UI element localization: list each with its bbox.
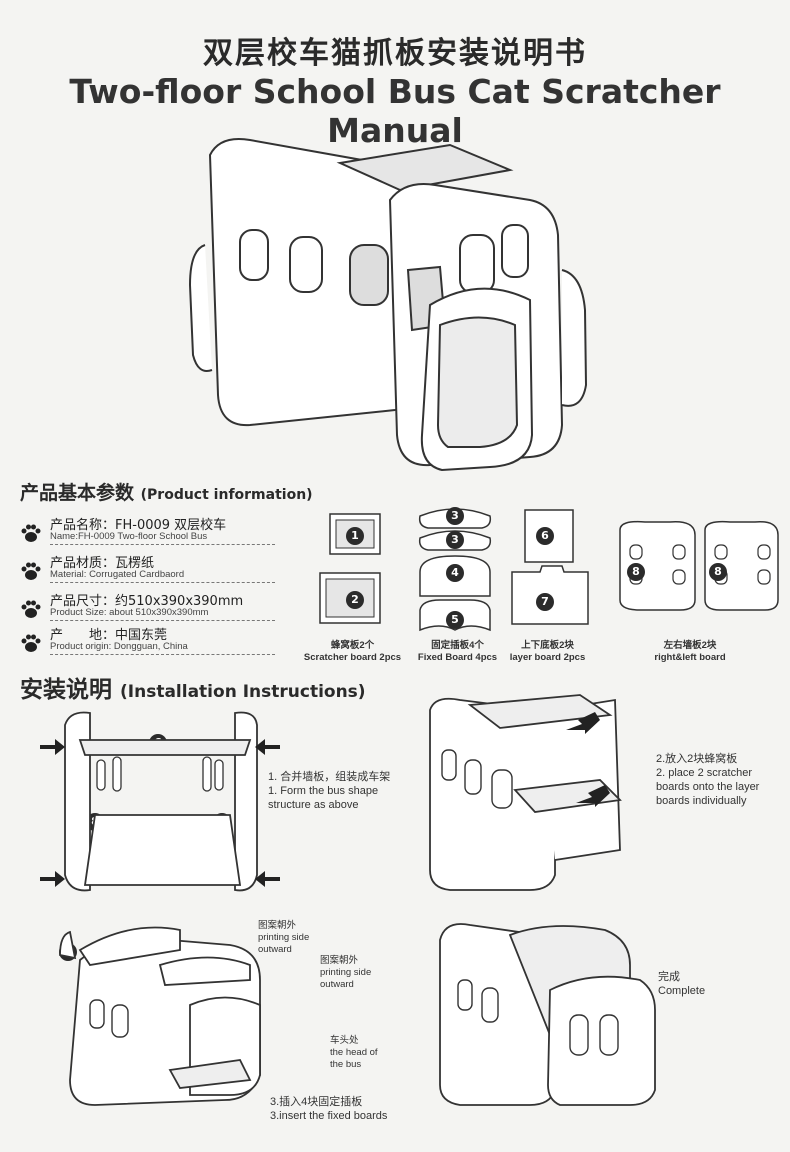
- info-size-en: Product Size: about 510x390x390mm: [50, 607, 209, 618]
- fixed-board-label: 固定插板4个 Fixed Board 4pcs: [410, 640, 505, 664]
- note-head-cn: 车头处: [330, 1035, 359, 1046]
- step3-diagram: [59, 926, 261, 1106]
- scratcher-board-label: 蜂窝板2个 Scratcher board 2pcs: [300, 640, 405, 664]
- note-outward-2-cn: 图案朝外: [320, 955, 359, 966]
- fixed-label-en: Fixed Board 4pcs: [417, 652, 498, 663]
- step2-en: 2. place 2 scratcher boards onto the lay…: [656, 767, 760, 807]
- step1-text: 1. 合并墙板，组装成车架 1. Form the bus shape stru…: [268, 770, 408, 812]
- step1-cn: 1. 合并墙板，组装成车架: [268, 771, 391, 783]
- scratcher-label-cn: 蜂窝板2个: [330, 640, 375, 651]
- install-heading: 安装说明 (Installation Instructions): [20, 670, 366, 704]
- step2-diagram: [429, 694, 622, 891]
- note-head-en: the head of the bus: [330, 1047, 378, 1070]
- product-info-heading-en: (Product information): [140, 487, 313, 503]
- layer-board-label: 上下底板2块 layer board 2pcs: [500, 640, 595, 664]
- note-outward-1-cn: 图案朝外: [258, 920, 297, 931]
- info-row-origin: 产 地：中国东莞 Product origin: Dongguan, China: [20, 624, 275, 668]
- divider: [50, 654, 275, 655]
- side-board-label: 左右墙板2块 right&left board: [635, 640, 745, 664]
- note-head: 车头处 the head of the bus: [330, 1035, 390, 1071]
- complete-en: Complete: [658, 985, 706, 997]
- paw-icon: [21, 600, 41, 618]
- parts-diagram: [319, 508, 779, 632]
- step3-text: 3.插入4块固定插板 3.insert the fixed boards: [270, 1095, 430, 1123]
- paw-icon: [21, 524, 41, 542]
- divider: [50, 582, 275, 583]
- info-row-material: 产品材质：瓦楞纸 Material: Corrugated Cardbaord: [20, 552, 275, 596]
- paw-icon: [21, 562, 41, 580]
- complete-text: 完成 Complete: [658, 970, 738, 998]
- step3-en: 3.insert the fixed boards: [270, 1110, 388, 1122]
- info-material-cn: 产品材质：瓦楞纸: [50, 556, 155, 571]
- info-row-size: 产品尺寸：约510x390x390mm Product Size: about …: [20, 590, 275, 634]
- install-heading-en: (Installation Instructions): [120, 682, 366, 702]
- info-row-name: 产品名称：FH-0009 双层校车 Name:FH-0009 Two-floor…: [20, 514, 275, 558]
- product-info-heading: 产品基本参数 (Product information): [20, 478, 313, 505]
- side-label-en: right&left board: [654, 652, 726, 663]
- info-name-cn: 产品名称：FH-0009 双层校车: [50, 518, 227, 533]
- info-size-cn: 产品尺寸：约510x390x390mm: [50, 594, 244, 609]
- divider: [50, 620, 275, 621]
- complete-cn: 完成: [658, 971, 680, 983]
- product-info-heading-cn: 产品基本参数: [20, 482, 135, 504]
- install-heading-cn: 安装说明: [20, 677, 112, 703]
- note-outward-1-en: printing side outward: [258, 932, 310, 955]
- step2-text: 2.放入2块蜂窝板 2. place 2 scratcher boards on…: [656, 752, 781, 808]
- step1-diagram: [40, 711, 280, 892]
- divider: [50, 544, 275, 545]
- manual-title-cn: 双层校车猫抓板安装说明书: [203, 36, 587, 71]
- note-outward-1: 图案朝外 printing side outward: [258, 920, 328, 956]
- step1-en: 1. Form the bus shape structure as above: [268, 785, 379, 811]
- layer-label-cn: 上下底板2块: [521, 640, 574, 651]
- layer-label-en: layer board 2pcs: [509, 652, 586, 663]
- paw-icon: [21, 634, 41, 652]
- scratcher-label-en: Scratcher board 2pcs: [303, 652, 402, 663]
- step2-cn: 2.放入2块蜂窝板: [656, 753, 738, 765]
- info-origin-cn: 产 地：中国东莞: [50, 628, 168, 643]
- note-outward-2: 图案朝外 printing side outward: [320, 955, 390, 991]
- step3-cn: 3.插入4块固定插板: [270, 1096, 363, 1108]
- side-label-cn: 左右墙板2块: [663, 640, 717, 651]
- fixed-label-cn: 固定插板4个: [431, 640, 484, 651]
- info-material-en: Material: Corrugated Cardbaord: [50, 569, 185, 580]
- note-outward-2-en: printing side outward: [320, 967, 372, 990]
- info-name-en: Name:FH-0009 Two-floor School Bus: [50, 531, 208, 542]
- complete-diagram: [439, 923, 656, 1106]
- info-origin-en: Product origin: Dongguan, China: [50, 641, 188, 652]
- hero-bus-illustration: [188, 138, 588, 472]
- manual-title-en: Two-floor School Bus Cat Scratcher Manua…: [69, 72, 721, 150]
